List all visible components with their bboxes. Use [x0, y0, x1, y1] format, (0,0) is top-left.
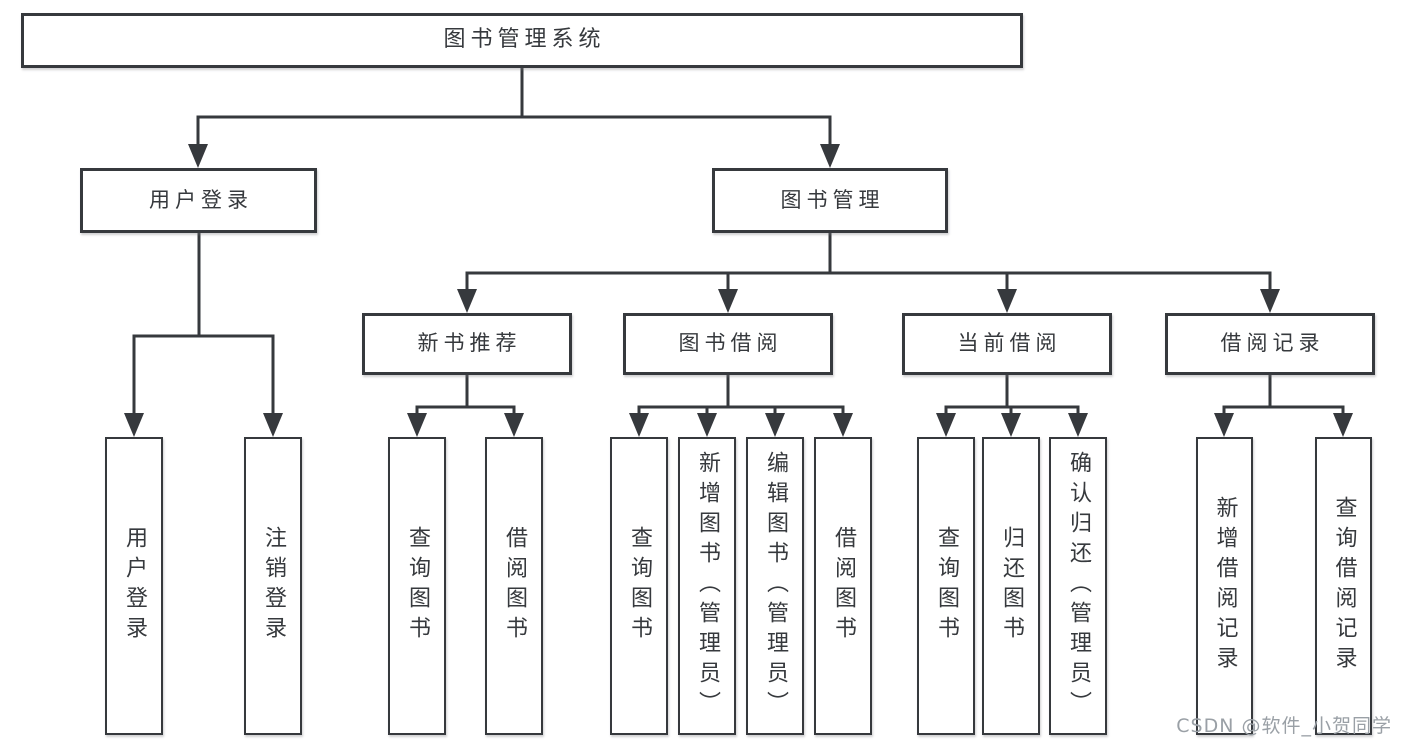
leaf-query-books-current: 查询图书	[917, 437, 975, 735]
node-label: 图书管理系统	[443, 27, 606, 53]
leaf-logout: 注销登录	[244, 437, 302, 735]
leaf-label: 注销登录	[261, 526, 286, 646]
connector-book-borrow	[637, 373, 845, 418]
connector-user-login	[132, 231, 275, 418]
leaf-borrow-books-recommend: 借阅图书	[485, 437, 543, 735]
leaf-label: 查询图书	[627, 526, 652, 646]
leaf-query-books-borrow: 查询图书	[610, 437, 668, 735]
node-label: 用户登录	[149, 187, 253, 212]
node-label: 图书管理	[780, 187, 885, 212]
node-label: 借阅记录	[1220, 331, 1325, 356]
node-book-management: 图书管理	[712, 168, 948, 233]
leaf-confirm-return-admin: 确认归还（管理员）	[1049, 437, 1107, 735]
leaf-return-books: 归还图书	[982, 437, 1040, 735]
connector-current-borrow	[944, 373, 1080, 418]
leaf-label: 查询图书	[934, 526, 959, 646]
node-library-system: 图书管理系统	[21, 13, 1023, 68]
leaf-label: 确认归还（管理员）	[1066, 451, 1091, 721]
leaf-label: 用户登录	[122, 526, 147, 646]
leaf-add-borrow-record: 新增借阅记录	[1196, 437, 1253, 735]
watermark-text: CSDN @软件_小贺同学	[1176, 715, 1392, 737]
connector-book-management	[465, 231, 1272, 294]
node-label: 图书借阅	[678, 331, 783, 356]
node-label: 新书推荐	[417, 331, 522, 356]
leaf-query-books-recommend: 查询图书	[388, 437, 446, 735]
leaf-label: 归还图书	[999, 526, 1024, 646]
leaf-user-login: 用户登录	[105, 437, 163, 735]
node-borrow-records: 借阅记录	[1165, 313, 1375, 375]
node-current-borrow: 当前借阅	[902, 313, 1112, 375]
leaf-label: 借阅图书	[502, 526, 527, 646]
leaf-label: 查询借阅记录	[1331, 496, 1357, 676]
connector-new-book-recommend	[415, 373, 516, 418]
node-book-borrow: 图书借阅	[623, 313, 833, 375]
node-new-book-recommend: 新书推荐	[362, 313, 572, 375]
leaf-label: 查询图书	[405, 526, 430, 646]
leaf-label: 新增借阅记录	[1212, 496, 1238, 676]
leaf-label: 借阅图书	[831, 526, 856, 646]
node-user-login: 用户登录	[80, 168, 317, 233]
leaf-edit-book-admin: 编辑图书（管理员）	[746, 437, 804, 735]
leaf-label: 新增图书（管理员）	[695, 451, 720, 721]
connector-borrow-records	[1222, 373, 1345, 418]
connector-root	[196, 66, 832, 150]
leaf-add-book-admin: 新增图书（管理员）	[678, 437, 736, 735]
leaf-label: 编辑图书（管理员）	[763, 451, 788, 721]
leaf-borrow-books: 借阅图书	[814, 437, 872, 735]
node-label: 当前借阅	[957, 331, 1062, 356]
leaf-query-borrow-record: 查询借阅记录	[1315, 437, 1372, 735]
